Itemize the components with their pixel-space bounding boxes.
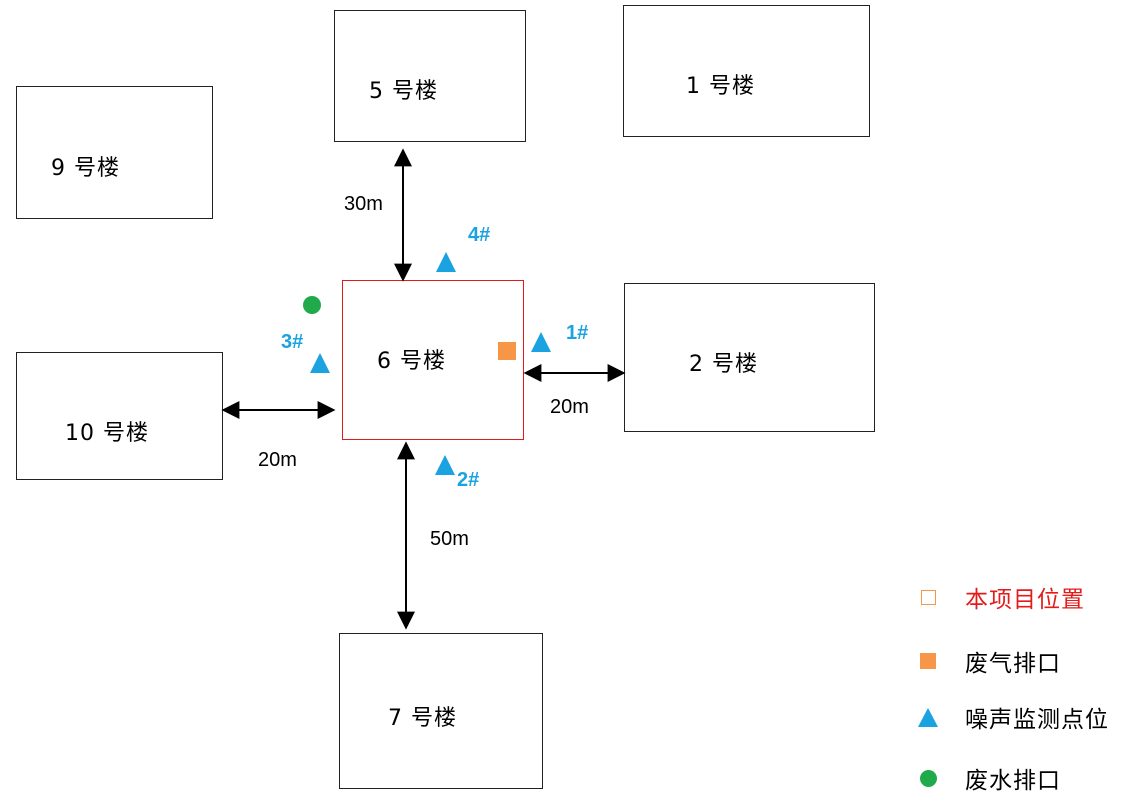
north-distance-label: 30m — [344, 193, 383, 215]
east-distance-label: 20m — [550, 396, 589, 418]
building-6-label: 6 号楼 — [377, 349, 446, 374]
noise-point-4-label: 4# — [468, 224, 491, 246]
legend-project-location-label: 本项目位置 — [965, 587, 1085, 613]
noise-point-3-marker — [310, 353, 330, 373]
filled-square-icon — [917, 650, 939, 672]
building-7: 7 号楼 — [339, 633, 543, 789]
legend-exhaust-outlet: 废气排口 — [917, 644, 1061, 678]
building-2: 2 号楼 — [624, 283, 875, 432]
noise-point-1-marker — [531, 332, 551, 352]
building-6-project: 6 号楼 — [342, 280, 524, 440]
legend-exhaust-outlet-label: 废气排口 — [965, 651, 1061, 677]
circle-icon — [917, 767, 939, 789]
triangle-icon — [917, 706, 939, 728]
wastewater-outlet-marker — [303, 296, 321, 314]
building-9: 9 号楼 — [16, 86, 213, 219]
building-10-label: 10 号楼 — [65, 421, 149, 446]
noise-point-3-label: 3# — [281, 331, 304, 353]
noise-point-4-marker — [436, 252, 456, 272]
building-2-label: 2 号楼 — [689, 352, 758, 377]
legend-noise-monitoring-label: 噪声监测点位 — [965, 707, 1109, 733]
building-9-label: 9 号楼 — [51, 156, 120, 181]
building-7-label: 7 号楼 — [388, 706, 457, 731]
noise-point-1-label: 1# — [566, 322, 589, 344]
legend-project-location: 本项目位置 — [917, 580, 1085, 614]
building-10: 10 号楼 — [16, 352, 223, 480]
building-5-label: 5 号楼 — [369, 79, 438, 104]
exhaust-outlet-marker — [498, 342, 516, 360]
building-5: 5 号楼 — [334, 10, 526, 142]
building-1: 1 号楼 — [623, 5, 870, 137]
noise-point-2-label: 2# — [457, 469, 480, 491]
legend-noise-monitoring: 噪声监测点位 — [917, 700, 1109, 734]
legend-wastewater-outlet-label: 废水排口 — [965, 768, 1061, 794]
building-1-label: 1 号楼 — [686, 74, 755, 99]
legend-wastewater-outlet: 废水排口 — [917, 761, 1061, 795]
hollow-square-icon — [917, 586, 939, 608]
noise-point-2-marker — [435, 455, 455, 475]
west-distance-label: 20m — [258, 449, 297, 471]
south-distance-label: 50m — [430, 528, 469, 550]
